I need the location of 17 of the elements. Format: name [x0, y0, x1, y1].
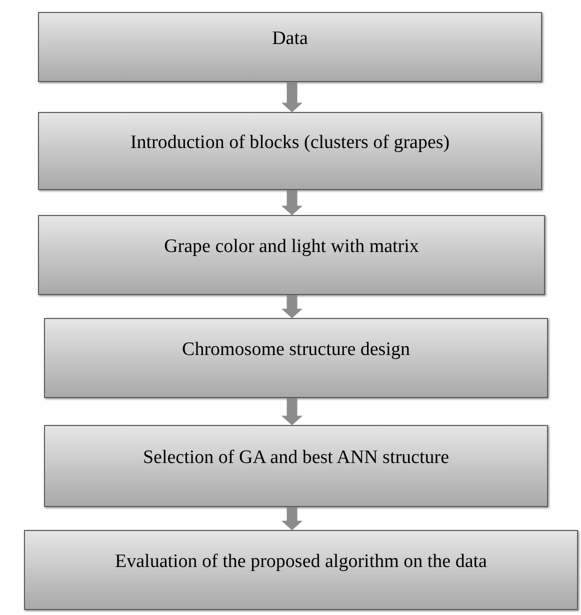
arrow [282, 294, 302, 318]
arrow [282, 82, 302, 112]
box-label: Chromosome structure design [181, 338, 411, 362]
box-label: Selection of GA and best ANN structure [142, 446, 450, 470]
process-box [38, 112, 542, 190]
process-box [38, 215, 545, 295]
process-box [44, 425, 548, 507]
box-label: Grape color and light with matrix [163, 235, 420, 259]
box-label: Data [271, 27, 309, 51]
process-box [24, 530, 578, 610]
process-box [38, 12, 542, 82]
arrow [282, 398, 302, 426]
box-label: Introduction of blocks (clusters of grapes) [129, 131, 451, 155]
box-label: Evaluation of the proposed algorithm on the data [114, 550, 488, 574]
process-box [44, 318, 548, 398]
arrow [282, 190, 302, 216]
arrow [282, 506, 302, 530]
